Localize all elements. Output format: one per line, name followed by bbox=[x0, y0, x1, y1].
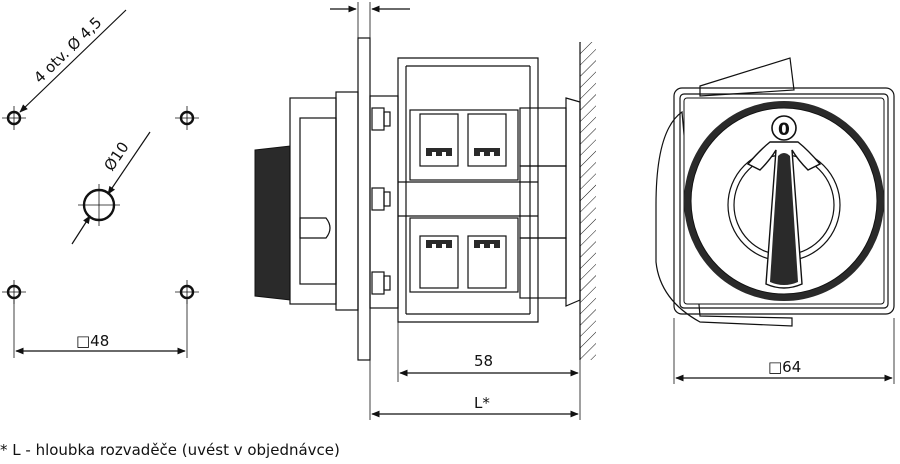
center-leader-upper bbox=[107, 131, 151, 195]
side-view: 58 L* bbox=[254, 2, 596, 420]
front-bezel-side bbox=[289, 97, 337, 305]
cabinet-wall-hatch bbox=[580, 42, 596, 360]
front-plate-bevel bbox=[679, 93, 889, 309]
panel-section bbox=[357, 37, 371, 361]
contact-deck-upper bbox=[409, 109, 519, 181]
front-plate bbox=[673, 87, 895, 315]
screw-mid bbox=[371, 187, 391, 211]
dim48-label: □48 bbox=[76, 332, 109, 350]
front-plate-side bbox=[335, 91, 359, 311]
rear-block-top bbox=[519, 107, 567, 167]
screw-top bbox=[371, 107, 391, 131]
holes-leader bbox=[19, 9, 127, 113]
technical-drawing: 4 otv. Ø 4,5 Ø10 □48 bbox=[2, 2, 895, 420]
lock-pin bbox=[299, 217, 331, 239]
center-leader-lower bbox=[71, 215, 91, 245]
handle-grip bbox=[770, 153, 798, 285]
footnote: * L - hloubka rozvaděče (uvést v objedná… bbox=[0, 441, 340, 459]
housing-side-outline bbox=[655, 110, 793, 327]
dimL-label: L* bbox=[474, 394, 490, 412]
drilling-template: 4 otv. Ø 4,5 Ø10 □48 bbox=[2, 9, 199, 358]
rear-end-cap bbox=[565, 97, 581, 307]
bezel-inner-side bbox=[299, 117, 337, 285]
center-hole-label: Ø10 bbox=[100, 139, 132, 175]
mount-hole-top-left bbox=[2, 106, 26, 130]
position-mark: 0 bbox=[778, 120, 790, 140]
front-view: 0 □64 bbox=[655, 57, 895, 384]
dim64-label: □64 bbox=[768, 358, 801, 376]
screw-bottom bbox=[371, 271, 391, 295]
rear-block-mid bbox=[519, 165, 567, 239]
housing-top-tab bbox=[699, 57, 795, 97]
holes-label: 4 otv. Ø 4,5 bbox=[30, 13, 105, 86]
mount-hole-top-right bbox=[175, 106, 199, 130]
rear-block-bottom bbox=[519, 237, 567, 299]
dim58-label: 58 bbox=[474, 352, 493, 370]
contact-deck-lower bbox=[409, 217, 519, 293]
switch-body-frame bbox=[397, 57, 539, 323]
knob-side bbox=[254, 145, 291, 301]
position-mark-circle bbox=[771, 115, 797, 141]
center-hole bbox=[78, 184, 120, 226]
